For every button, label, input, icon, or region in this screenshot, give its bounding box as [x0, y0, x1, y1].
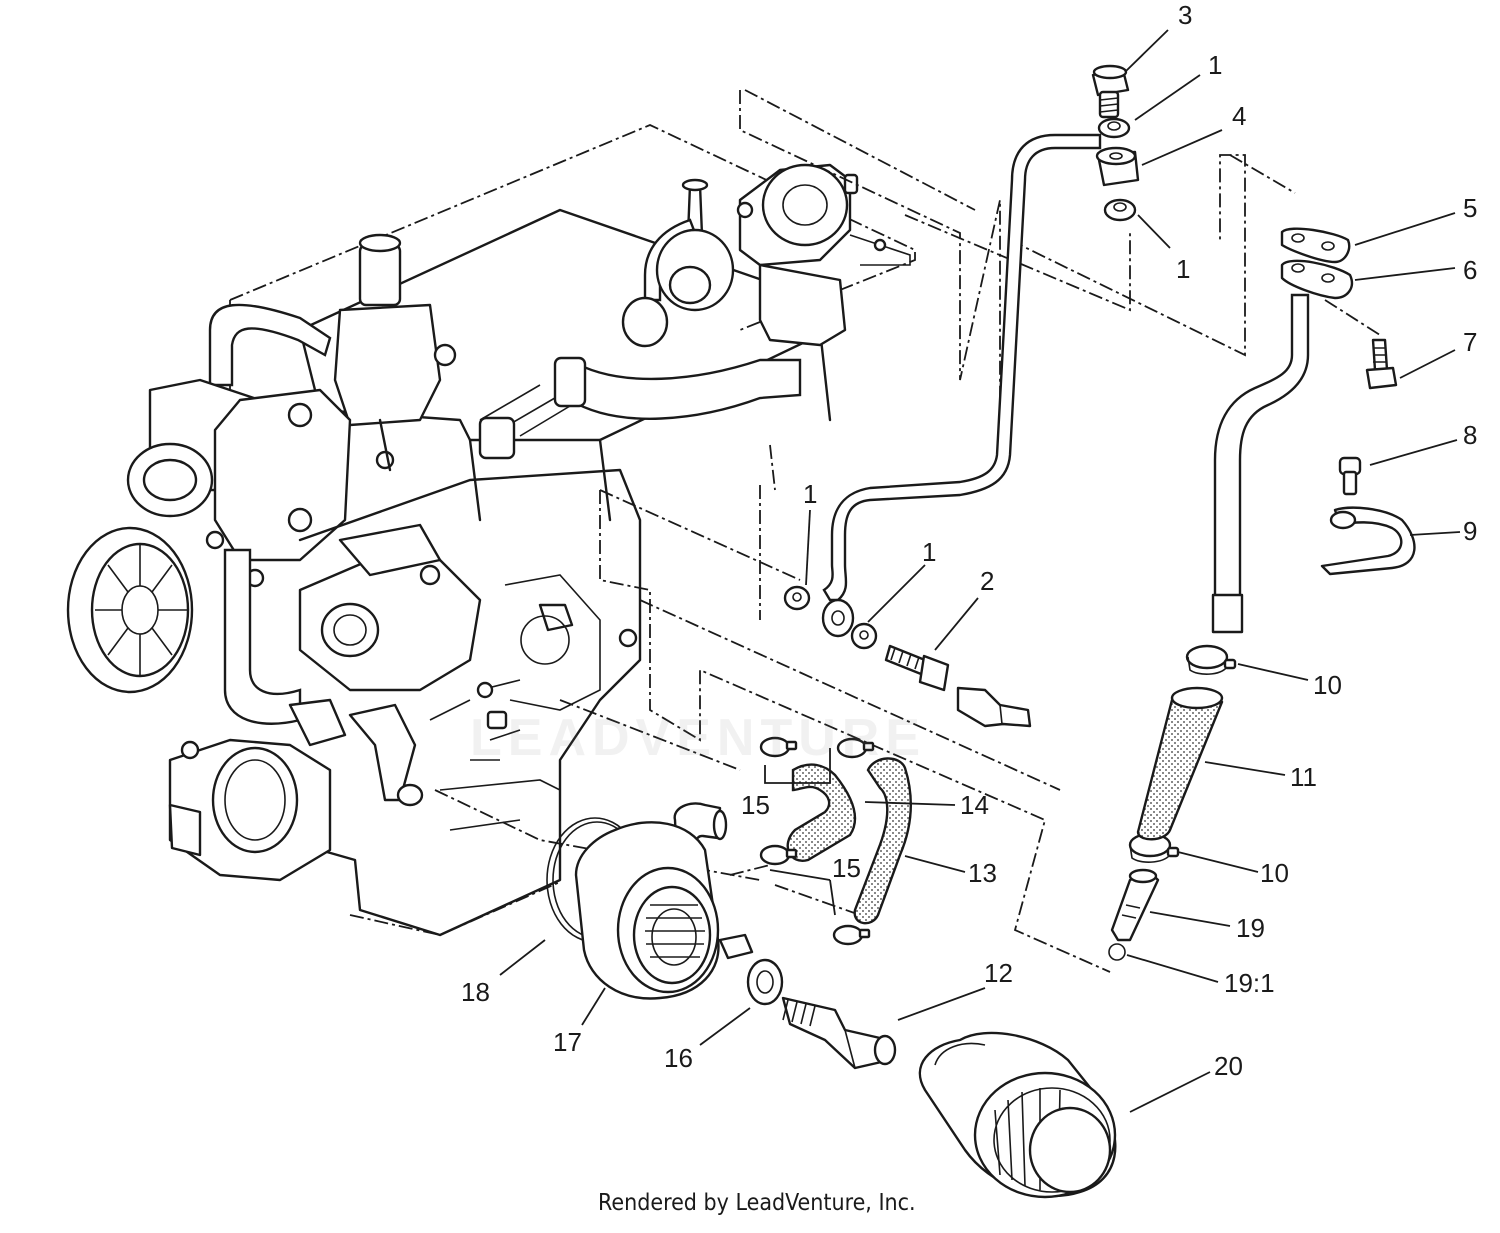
credit-text: Rendered by LeadVenture, Inc. [598, 1190, 916, 1216]
callout-19: 19 [1236, 913, 1265, 943]
callout-2: 2 [980, 566, 995, 596]
fan-pulley [66, 526, 194, 694]
alignment-lines [434, 89, 1381, 973]
callout-1: 1 [922, 537, 937, 567]
callout-10: 10 [1260, 858, 1289, 888]
callout-1: 1 [803, 479, 818, 509]
oil-feed-pipe [783, 64, 1140, 728]
return-pipe [1108, 227, 1416, 961]
callout-1: 1 [1208, 50, 1223, 80]
callout-18: 18 [461, 977, 490, 1007]
callout-3: 3 [1178, 0, 1193, 30]
callout-5: 5 [1463, 193, 1478, 223]
callout-11: 11 [1290, 762, 1317, 792]
callout-14: 14 [960, 790, 989, 820]
cooler-hoses [673, 736, 912, 946]
hose-clamps-15 [759, 736, 875, 946]
center-bolt-and-washer [746, 958, 897, 1070]
callout-6: 6 [1463, 255, 1478, 285]
callout-7: 7 [1463, 327, 1478, 357]
callout-17: 17 [553, 1027, 582, 1057]
leader-lines [499, 29, 1461, 1113]
engine-block [66, 124, 916, 937]
oil-filter [918, 1031, 1117, 1199]
callout-12: 12 [984, 958, 1013, 988]
callout-13: 13 [968, 858, 997, 888]
callout-10: 10 [1313, 670, 1342, 700]
callout-15: 15 [832, 853, 861, 883]
callout-15: 15 [741, 790, 770, 820]
callout-4: 4 [1232, 101, 1247, 131]
turbocharger [621, 163, 911, 348]
callout-1: 1 [1176, 254, 1191, 284]
oil-cooler [546, 817, 754, 1000]
callout-20: 20 [1214, 1051, 1243, 1081]
callout-9: 9 [1463, 516, 1478, 546]
callout-8: 8 [1463, 420, 1478, 450]
callout-16: 16 [664, 1043, 693, 1073]
watermark: LEADVENTURE [470, 709, 927, 767]
callout-19-1: 19:1 [1224, 968, 1275, 998]
